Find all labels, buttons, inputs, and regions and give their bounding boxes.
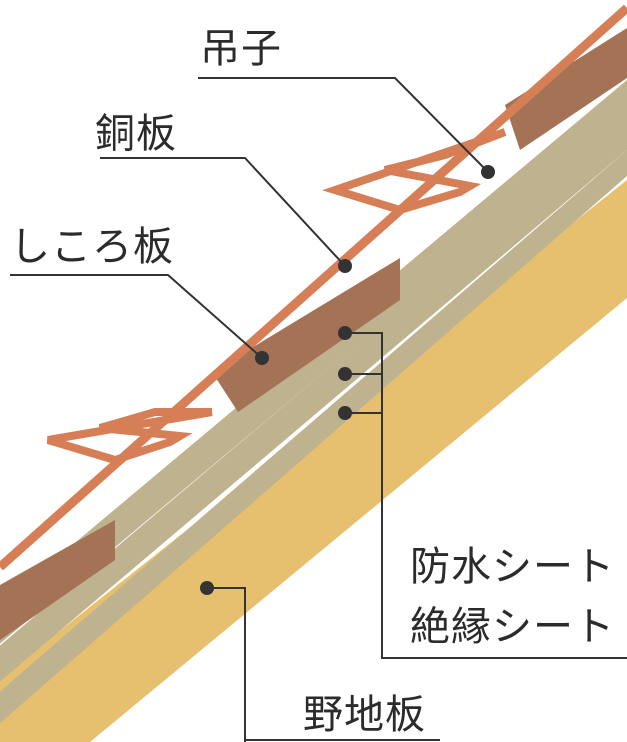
sheathing-board-band [0,180,627,742]
label-bousui-sheet: 防水シート [410,544,615,590]
callout-dot-tsurishi [481,165,495,179]
shikoro-board-middle [212,258,400,412]
copper-seam-lower [46,408,213,465]
leader-doban [100,157,346,267]
leader-tsurishi [198,77,489,173]
sheet-layer-2 [0,116,627,682]
label-zetsuen-sheet: 絶縁シート [410,604,615,650]
label-shikoro-ita: しころ板 [10,224,174,270]
label-noji-ita: 野地板 [303,692,426,738]
sheet-layer-1 [0,80,627,644]
callout-dot-doban [338,259,352,273]
shikoro-board-bottom [0,520,115,640]
label-tsurishi: 吊子 [200,26,282,72]
leader-noji [207,587,246,742]
callout-dot-shikoro [255,351,269,365]
leader-shikoro [10,274,263,359]
callout-dot-noji [200,581,214,595]
callout-dot-sheet-2 [338,367,352,381]
callout-dot-sheet-3 [338,406,352,420]
shikoro-board-top [505,28,627,150]
callout-dot-sheet-1 [338,326,352,340]
leader-sheets [345,332,627,659]
label-doban: 銅板 [95,111,177,157]
sheet-layer-3 [0,150,627,724]
copper-seam-upper [322,128,507,215]
copper-sheet-top-line [0,4,627,571]
